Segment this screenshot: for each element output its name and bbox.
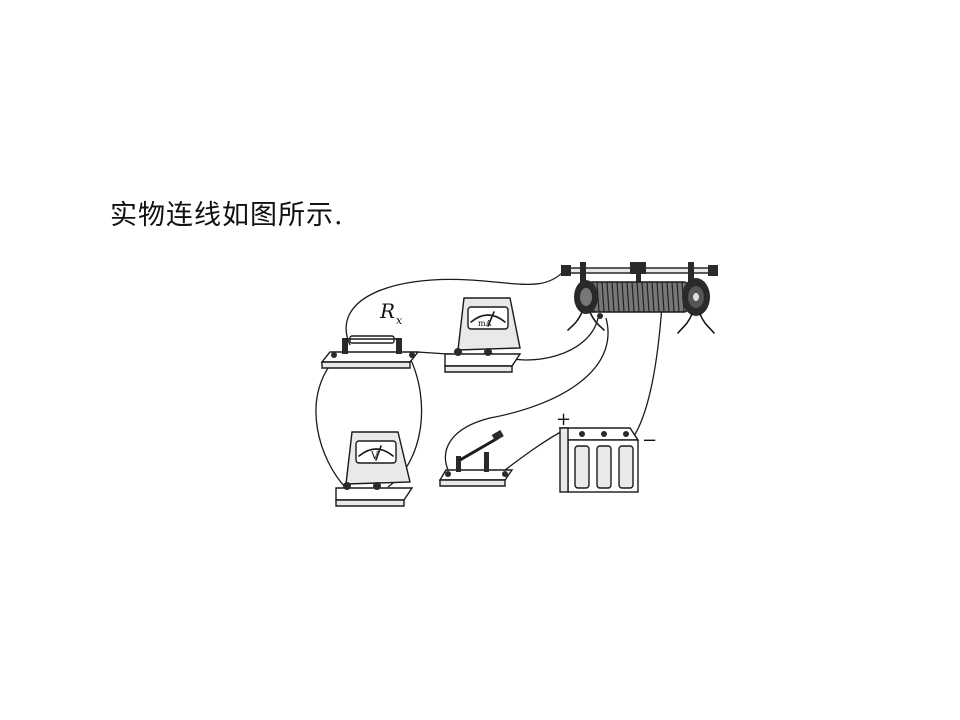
ammeter	[444, 297, 522, 373]
wire-switch-to-battery	[504, 427, 569, 471]
ammeter-unit-label: mA	[478, 319, 492, 328]
voltmeter	[335, 431, 414, 507]
battery-negative-label: −	[642, 430, 657, 451]
resistor-label-subscript: x	[396, 314, 403, 327]
wire-rheostat-to-switch	[444, 317, 609, 471]
caption-text: 实物连线如图所示.	[110, 200, 344, 231]
knife-switch	[438, 430, 514, 487]
voltmeter-unit-label: V	[370, 451, 379, 462]
wire-rx-to-voltmeter-left	[315, 359, 346, 488]
rheostat	[561, 262, 718, 334]
battery-positive-label: +	[556, 409, 571, 430]
battery-pack	[558, 427, 640, 493]
wire-rheostat-to-battery	[633, 304, 663, 437]
resistor-rx	[320, 335, 420, 369]
wire-rx-to-rheostat	[345, 269, 566, 346]
resistor-label: R	[379, 299, 395, 323]
